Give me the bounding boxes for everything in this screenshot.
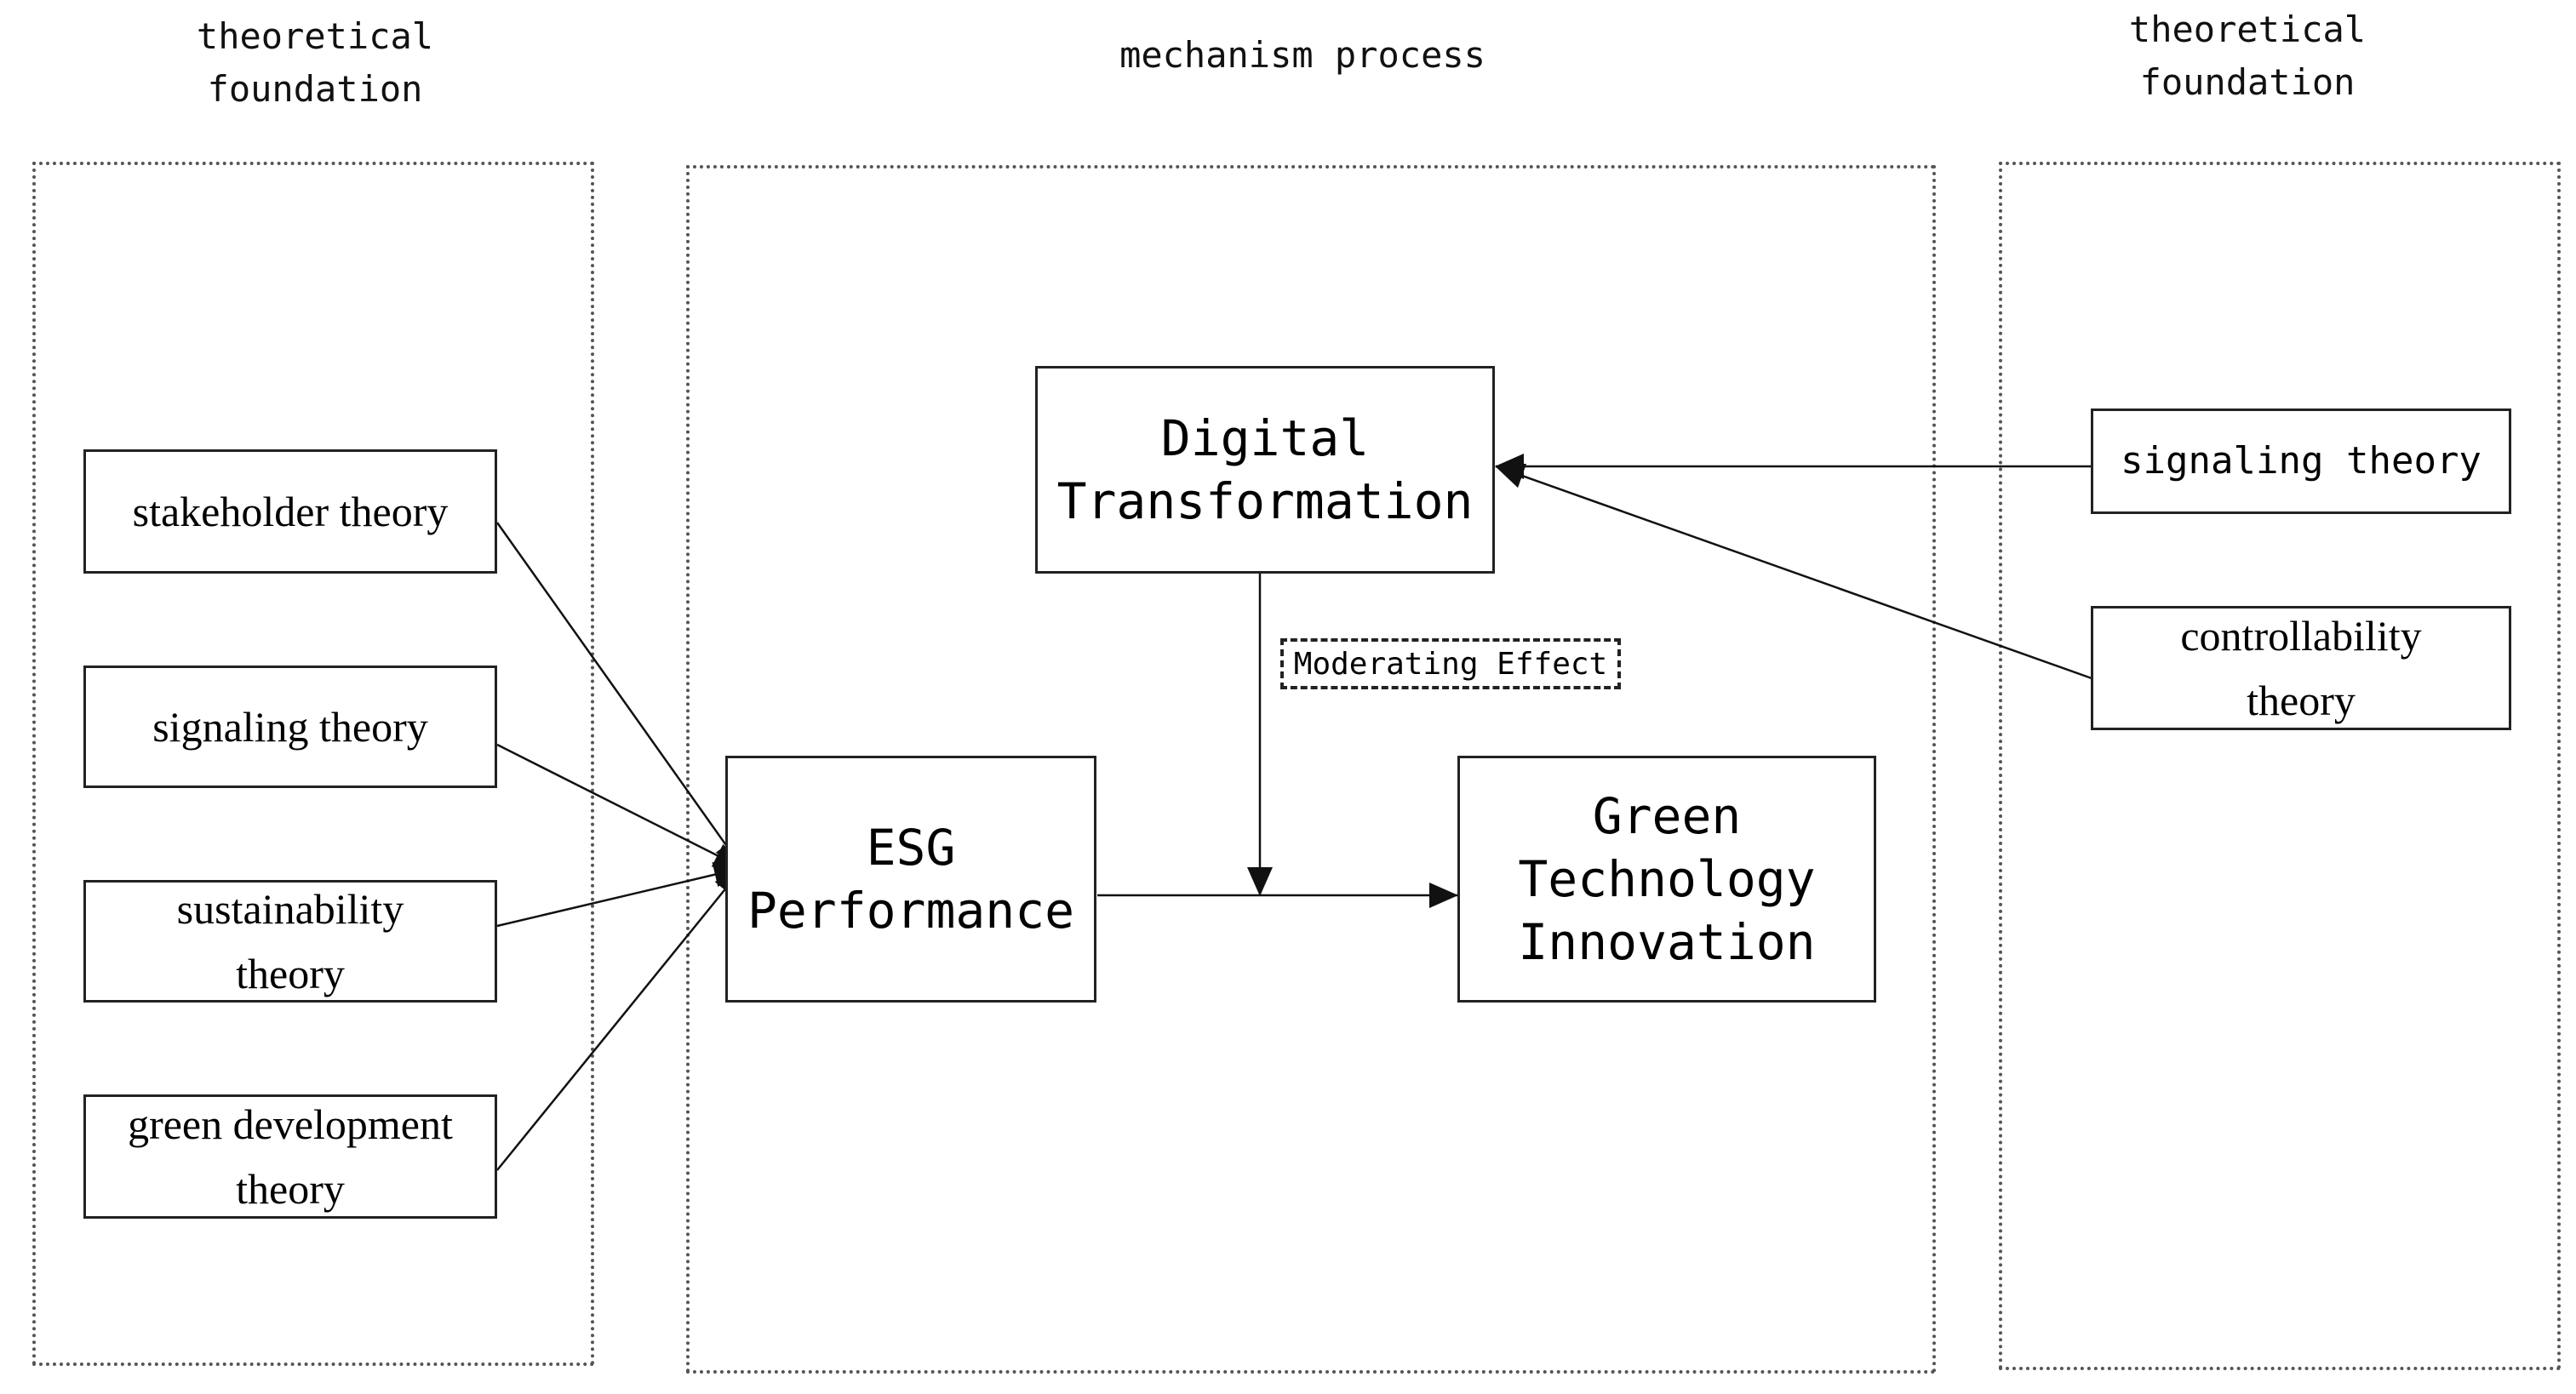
left-section-title: theoretical foundation	[196, 15, 434, 110]
left-theory-sustainability: sustainability theory	[83, 880, 497, 1003]
moderating-effect-text: Moderating Effect	[1293, 646, 1608, 682]
right-theory-signaling-label: signaling theory	[2121, 439, 2482, 483]
digital-transformation-box: Digital Transformation	[1035, 366, 1495, 574]
digital-transformation-label: Digital Transformation	[1056, 409, 1474, 530]
green-technology-innovation-label: Green Technology Innovation	[1518, 787, 1816, 971]
edge-sustainability-to-esg	[496, 861, 743, 928]
right-theory-signaling: signaling theory	[2091, 408, 2511, 514]
left-foundation-panel	[32, 162, 594, 1366]
mechanism-panel	[686, 165, 1936, 1374]
right-theory-controllability: controllability theory	[2091, 606, 2511, 730]
edge-green-dev-to-esg	[496, 867, 743, 1171]
right-section-title: theoretical foundation	[2128, 9, 2367, 103]
esg-performance-box: ESG Performance	[725, 756, 1096, 1003]
right-foundation-panel	[1999, 162, 2561, 1370]
right-theory-controllability-label: controllability theory	[2180, 612, 2422, 724]
left-theory-stakeholder: stakeholder theory	[83, 449, 497, 574]
edge-stakeholder-to-esg	[495, 522, 744, 869]
center-section-title: mechanism process	[1119, 34, 1485, 76]
left-theory-signaling: signaling theory	[83, 666, 497, 788]
esg-performance-label: ESG Performance	[747, 819, 1075, 940]
left-theory-stakeholder-label: stakeholder theory	[132, 488, 449, 535]
moderating-effect-label: Moderating Effect	[1280, 638, 1621, 689]
edge-controllability-to-digital	[1495, 463, 2092, 680]
left-theory-sustainability-label: sustainability theory	[176, 885, 404, 997]
left-theory-green-development: green development theory	[83, 1094, 497, 1219]
left-theory-green-development-label: green development theory	[128, 1100, 453, 1213]
green-technology-innovation-box: Green Technology Innovation	[1457, 756, 1876, 1003]
left-theory-signaling-label: signaling theory	[152, 703, 428, 751]
edge-signaling-to-esg	[496, 743, 743, 870]
